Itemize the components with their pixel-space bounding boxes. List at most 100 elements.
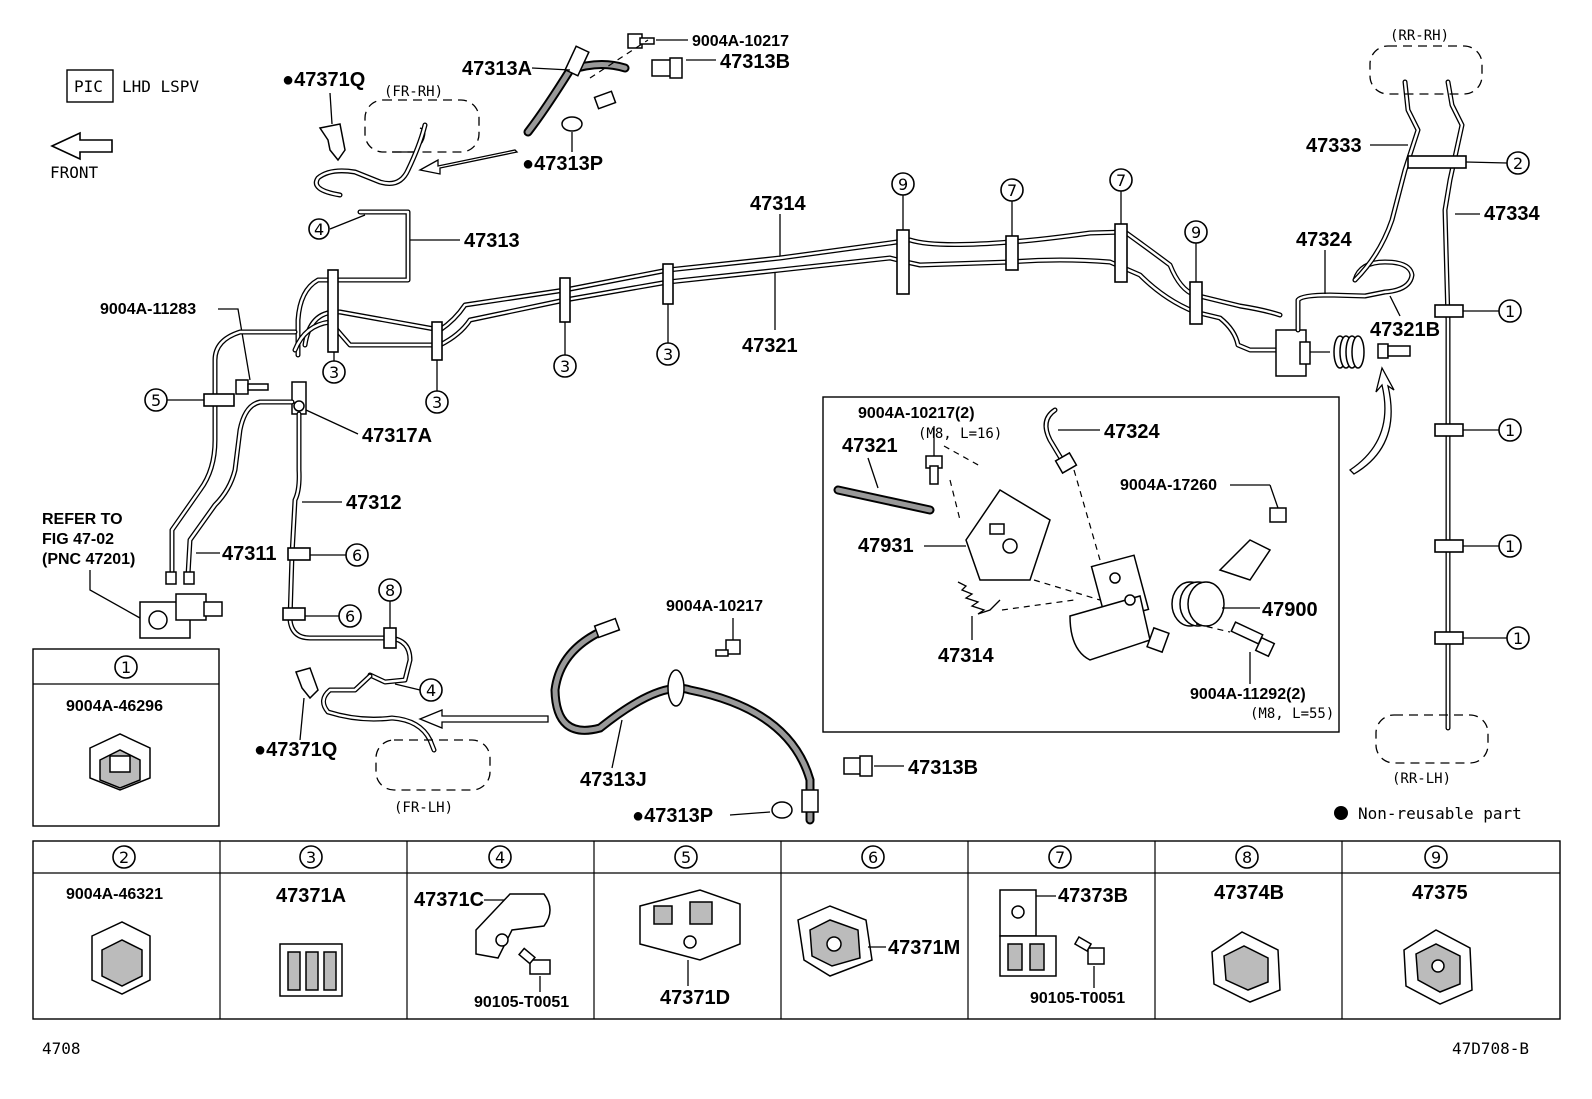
lspv-bolt-top: 9004A-10217(2) — [858, 405, 975, 422]
lspv-detail-box — [822, 396, 1340, 733]
refer-line1: REFER TO — [42, 511, 123, 528]
part-47313a: 47313A — [462, 58, 532, 80]
callout-3-c: 3 — [553, 322, 577, 378]
clip-6-icon — [797, 905, 873, 977]
clip-8-part-0: 47374B — [1214, 882, 1284, 904]
lspv-spring-47314 — [957, 581, 1001, 615]
clip-box-1: 1 9004A-46296 — [32, 648, 220, 827]
clip-8-icon — [1211, 931, 1281, 1003]
callout-9-a: 9 — [891, 172, 915, 230]
svg-text:6: 6 — [345, 607, 355, 626]
callout-4-top — [308, 218, 330, 240]
callout-4-top-num: 4 — [314, 220, 324, 239]
callout-3-a: 3 — [322, 352, 346, 384]
part-47313: 47313 — [464, 230, 520, 252]
clip-2 — [1407, 155, 1467, 169]
svg-text:7: 7 — [1055, 848, 1065, 867]
lspv-pipe-47321: 47321 — [842, 435, 898, 457]
region-fr-rh-box — [364, 99, 480, 153]
lspv-assembly — [1275, 329, 1411, 377]
region-rr-rh-box — [1369, 45, 1483, 95]
svg-text:3: 3 — [329, 363, 339, 382]
part-47313b-bot: 47313B — [908, 757, 978, 779]
footer-left: 4708 — [42, 1039, 81, 1058]
callout-9-b: 9 — [1184, 220, 1208, 282]
clip-6-part-0: 47371M — [888, 937, 960, 959]
region-rr-lh-box — [1375, 714, 1489, 764]
svg-text:1: 1 — [1505, 302, 1515, 321]
svg-text:2: 2 — [1513, 154, 1523, 173]
svg-text:8: 8 — [385, 581, 395, 600]
svg-text:4: 4 — [426, 681, 436, 700]
region-fr-lh-box — [375, 739, 491, 791]
part-9004a-11283: 9004A-11283 — [100, 301, 196, 318]
part-47311: 47311 — [222, 543, 277, 565]
clip-3-icon — [279, 943, 343, 997]
callout-6-b: 6 — [305, 604, 362, 628]
part-47313p-bot: ●47313P — [632, 805, 713, 827]
clip-1-part-0: 9004A-46296 — [66, 698, 163, 715]
part-47321: 47321 — [742, 335, 798, 357]
svg-text:6: 6 — [868, 848, 878, 867]
part-9004a-10217-top: 9004A-10217 — [692, 33, 789, 50]
front-arrow-icon — [50, 131, 113, 161]
svg-text:3: 3 — [560, 357, 570, 376]
lspv-bolt-bot-icon — [1230, 621, 1276, 658]
callout-3-b: 3 — [425, 360, 449, 414]
svg-text:9: 9 — [1191, 223, 1201, 242]
svg-text:7: 7 — [1116, 171, 1126, 190]
lspv-valve-47900 — [1069, 539, 1272, 661]
clip-5-icon — [639, 889, 741, 961]
clip-3-part-0: 47371A — [276, 885, 346, 907]
non-reusable-label: Non-reusable part — [1358, 804, 1522, 823]
clip-4-part-1: 90105-T0051 — [474, 994, 569, 1011]
lspv-valve: 47900 — [1262, 599, 1318, 621]
lspv-pipe-47324: 47324 — [1104, 421, 1160, 443]
clip-2-part-0: 9004A-46321 — [66, 886, 163, 903]
bolt-9004a-10217-mid-icon — [715, 639, 741, 657]
callout-3-d: 3 — [656, 304, 680, 366]
svg-text:4: 4 — [495, 848, 505, 867]
clips-main — [327, 223, 1203, 361]
part-47334: 47334 — [1484, 203, 1540, 225]
part-47333: 47333 — [1306, 135, 1362, 157]
clip-4-part-0: 47371C — [414, 889, 484, 911]
svg-text:8: 8 — [1242, 848, 1252, 867]
union-47313b-bot-icon — [843, 755, 873, 777]
svg-text:5: 5 — [681, 848, 691, 867]
clip-7-part-1: 90105-T0051 — [1030, 990, 1125, 1007]
junction-47317a-icon — [291, 381, 307, 415]
svg-text:1: 1 — [1505, 537, 1515, 556]
svg-text:1: 1 — [1505, 421, 1515, 440]
part-47317a: 47317A — [362, 425, 432, 447]
fr-lh-flex-arrow-icon — [418, 709, 549, 729]
part-47313j: 47313J — [580, 769, 647, 791]
lspv-bolt-bot: 9004A-11292(2) — [1190, 686, 1306, 703]
lspv-bracket-47931 — [965, 488, 1051, 581]
lspv-bolt-bot-spec: (M8, L=55) — [1250, 706, 1334, 722]
lspv-bracket: 47931 — [858, 535, 914, 557]
bolt-9004a-10217-top-icon — [627, 33, 655, 49]
part-47313b-top: 47313B — [720, 51, 790, 73]
callout-1-b: 1 — [1463, 418, 1522, 442]
part-47312: 47312 — [346, 492, 402, 514]
front-label: FRONT — [50, 163, 99, 182]
refer-line2: FIG 47-02 — [42, 531, 114, 548]
clip-47313p-top-icon — [561, 116, 583, 132]
part-9004a-10217-mid: 9004A-10217 — [666, 598, 763, 615]
part-47321b: 47321B — [1370, 319, 1440, 341]
clip-47371q-bot — [295, 667, 319, 700]
lspv-bolt-top-icon — [925, 455, 943, 485]
svg-text:7: 7 — [1007, 181, 1017, 200]
callout-2: 2 — [1465, 151, 1530, 175]
svg-text:9: 9 — [898, 175, 908, 194]
part-47313p-top: ●47313P — [522, 153, 603, 175]
svg-text:6: 6 — [352, 546, 362, 565]
clip-2-icon — [91, 921, 151, 995]
non-reusable-dot-icon — [1334, 806, 1348, 820]
clip-9-icon — [1403, 929, 1473, 1005]
callout-6-a: 6 — [310, 543, 369, 567]
svg-text:1: 1 — [121, 658, 131, 677]
pic-note: LHD LSPV — [122, 77, 199, 96]
